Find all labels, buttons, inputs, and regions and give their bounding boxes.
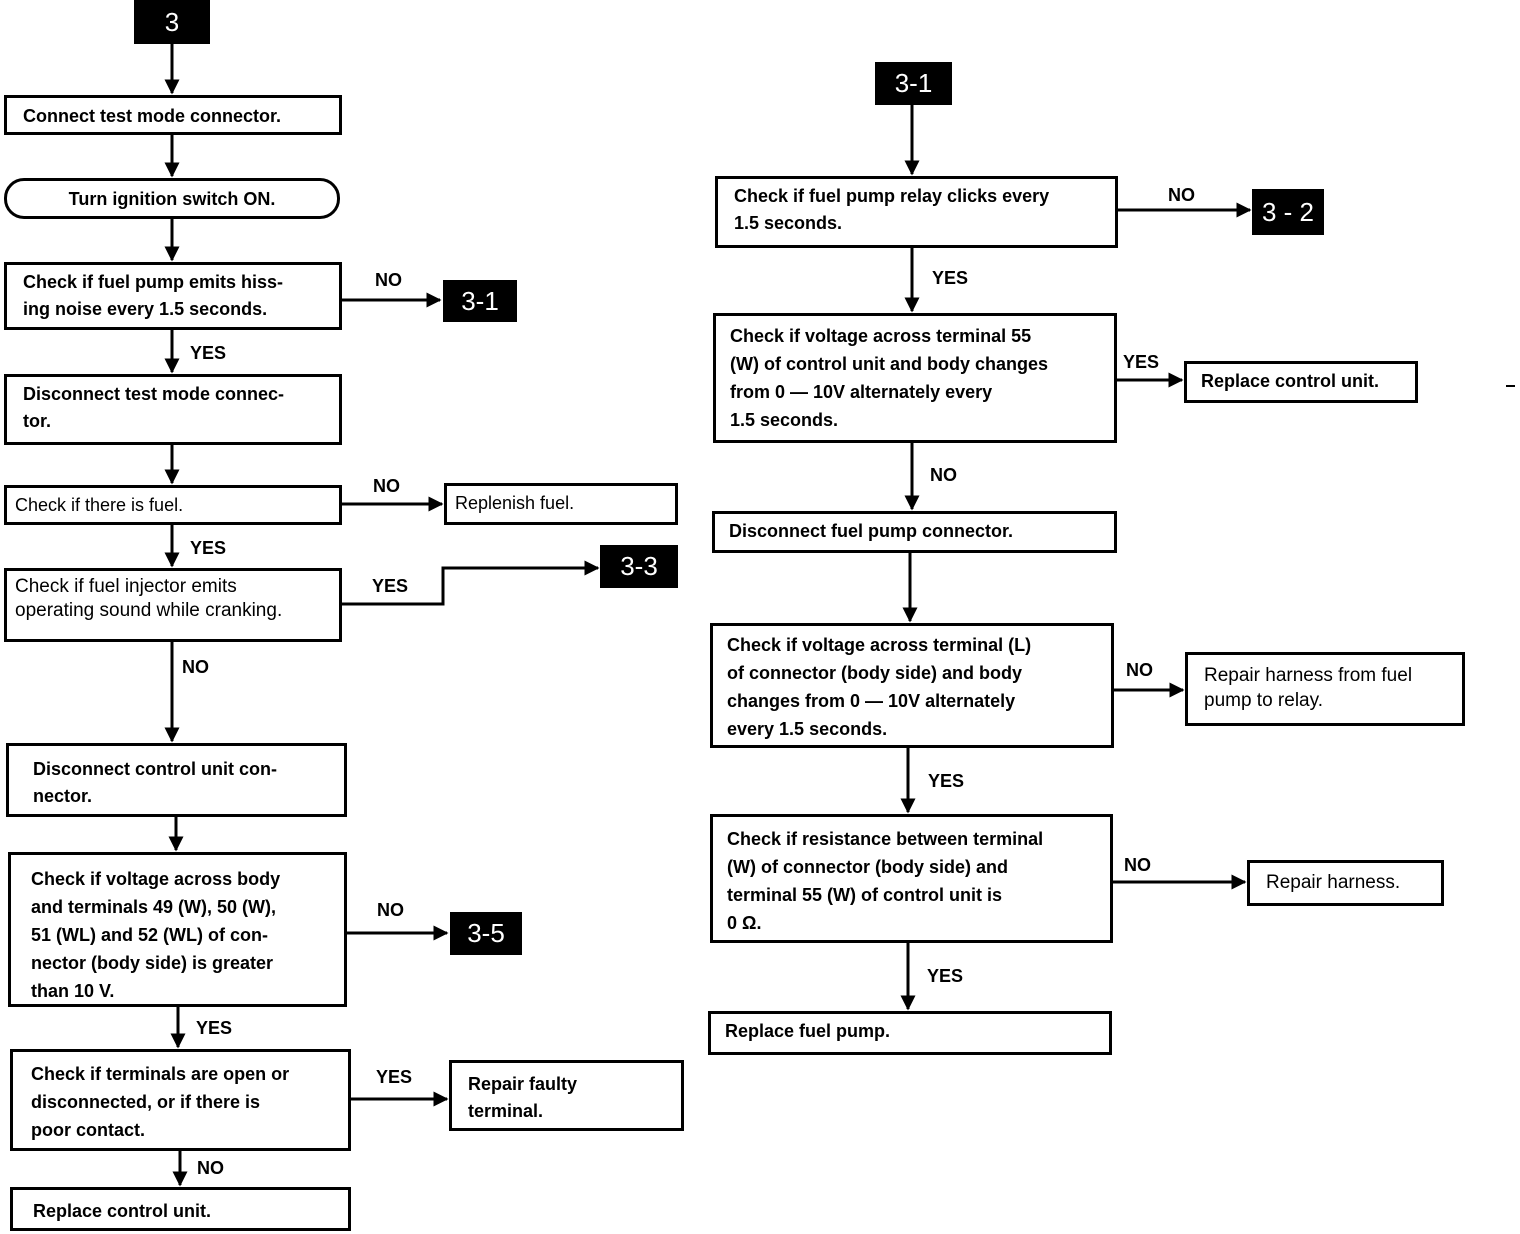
label-no-relay: NO [1168, 185, 1195, 205]
label-no-terminals: NO [197, 1158, 224, 1178]
label-no-injector: NO [182, 657, 209, 677]
label-no-voltage55: NO [930, 465, 957, 485]
label-no-fuel: NO [373, 476, 400, 496]
step-check-injector-sound: Check if fuel injector emits operating s… [4, 568, 342, 642]
label-yes-injector: YES [372, 576, 409, 596]
goto-tag-3-2: 3 - 2 [1252, 189, 1324, 235]
label-yes-voltage55: YES [1123, 352, 1160, 372]
step-repair-faulty-terminal: Repair faulty terminal. [449, 1060, 684, 1131]
step-check-resistance: Check if resistance between terminal (W)… [710, 814, 1113, 943]
step-check-fuel: Check if there is fuel. [4, 485, 342, 525]
step-repair-harness: Repair harness. [1247, 860, 1444, 906]
step-check-voltage-terminal-l: Check if voltage across terminal (L) of … [710, 623, 1114, 748]
start-tag-3: 3 [134, 0, 210, 44]
margin-tick-mark [1506, 385, 1515, 387]
step-check-voltage-terminals: Check if voltage across body and termina… [8, 852, 347, 1007]
arrow-injector-yes [342, 560, 600, 606]
label-yes-hissing: YES [190, 343, 227, 363]
label-yes-terminals: YES [376, 1067, 413, 1087]
step-replace-control-unit-left: Replace control unit. [10, 1187, 351, 1231]
step-disconnect-fuel-pump: Disconnect fuel pump connector. [712, 511, 1117, 553]
goto-tag-3-5: 3-5 [450, 912, 522, 955]
step-replenish-fuel: Replenish fuel. [444, 483, 678, 525]
label-no-resistance: NO [1124, 855, 1151, 875]
step-check-terminals-open: Check if terminals are open or disconnec… [10, 1049, 351, 1151]
label-yes-relay: YES [932, 268, 969, 288]
step-check-voltage-terminal-55: Check if voltage across terminal 55 (W) … [713, 313, 1117, 443]
step-disconnect-test-mode: Disconnect test mode connec- tor. [4, 374, 342, 445]
label-yes-voltage-l: YES [928, 771, 965, 791]
label-no-hissing: NO [375, 270, 402, 290]
step-replace-control-unit-right: Replace control unit. [1184, 361, 1418, 403]
label-yes-voltage: YES [196, 1018, 233, 1038]
step-check-relay-clicks: Check if fuel pump relay clicks every 1.… [715, 176, 1118, 248]
step-replace-fuel-pump: Replace fuel pump. [708, 1011, 1112, 1055]
step-connect-test-mode: Connect test mode connector. [4, 95, 342, 135]
step-check-hissing-noise: Check if fuel pump emits hiss- ing noise… [4, 262, 342, 330]
step-repair-harness-fuel-pump: Repair harness from fuel pump to relay. [1185, 652, 1465, 726]
label-yes-resistance: YES [927, 966, 964, 986]
step-disconnect-control-unit: Disconnect control unit con- nector. [6, 743, 347, 817]
label-no-voltage: NO [377, 900, 404, 920]
label-no-voltage-l: NO [1126, 660, 1153, 680]
goto-tag-3-3: 3-3 [600, 545, 678, 588]
label-yes-fuel: YES [190, 538, 227, 558]
goto-tag-3-1: 3-1 [443, 280, 517, 322]
start-tag-3-1: 3-1 [875, 62, 952, 105]
step-turn-ignition-on: Turn ignition switch ON. [4, 178, 340, 219]
